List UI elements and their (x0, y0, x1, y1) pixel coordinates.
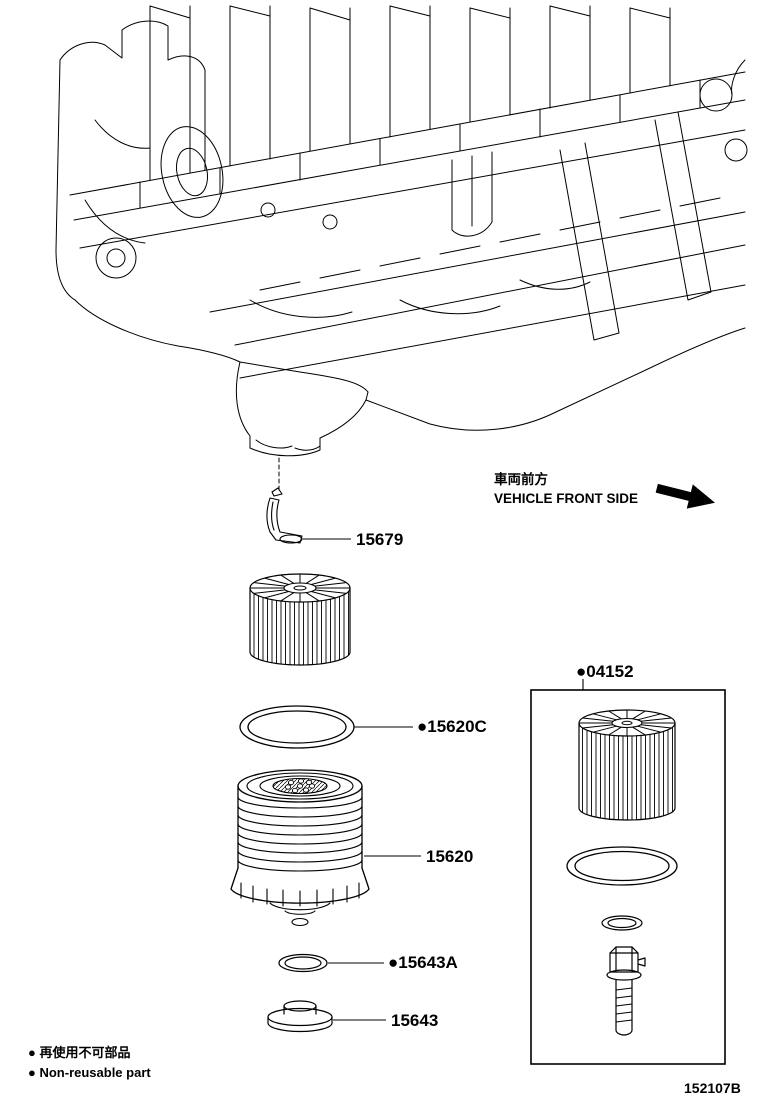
callout-15679[interactable]: 15679 (356, 530, 404, 549)
leader-lines (303, 538, 584, 1021)
oil-filter-element-drawing (249, 573, 351, 666)
vehicle-front-label-en: VEHICLE FRONT SIDE (494, 491, 639, 506)
kit-box-04152 (530, 689, 726, 1065)
kit-valve-drawing (606, 946, 646, 1036)
kit-filter-element-drawing (578, 709, 676, 821)
kit-o-ring-small-drawing (601, 915, 643, 931)
kit-o-ring-large-drawing (566, 846, 678, 886)
drawing-number: 152107B (684, 1080, 741, 1096)
filter-cap-15620-drawing (230, 769, 370, 927)
plug-15643-drawing (267, 1000, 333, 1033)
vehicle-front-arrow-icon (655, 483, 715, 509)
engine-block-drawing (55, 5, 748, 491)
legend-non-reusable-en: ● Non-reusable part (28, 1065, 151, 1080)
o-ring-15620c-drawing (239, 705, 355, 749)
callout-15643a[interactable]: ●15643A (388, 953, 458, 972)
legend-non-reusable-jp: ● 再使用不可部品 (28, 1045, 131, 1060)
o-ring-15643a-drawing (278, 953, 328, 973)
callout-15620[interactable]: 15620 (426, 847, 474, 866)
callout-15643[interactable]: 15643 (391, 1011, 439, 1030)
callout-04152[interactable]: ●04152 (576, 662, 634, 681)
callout-15620c[interactable]: ●15620C (417, 717, 487, 736)
vehicle-front-label-jp: 車両前方 (494, 472, 548, 487)
part-15679-drawing (266, 487, 303, 544)
